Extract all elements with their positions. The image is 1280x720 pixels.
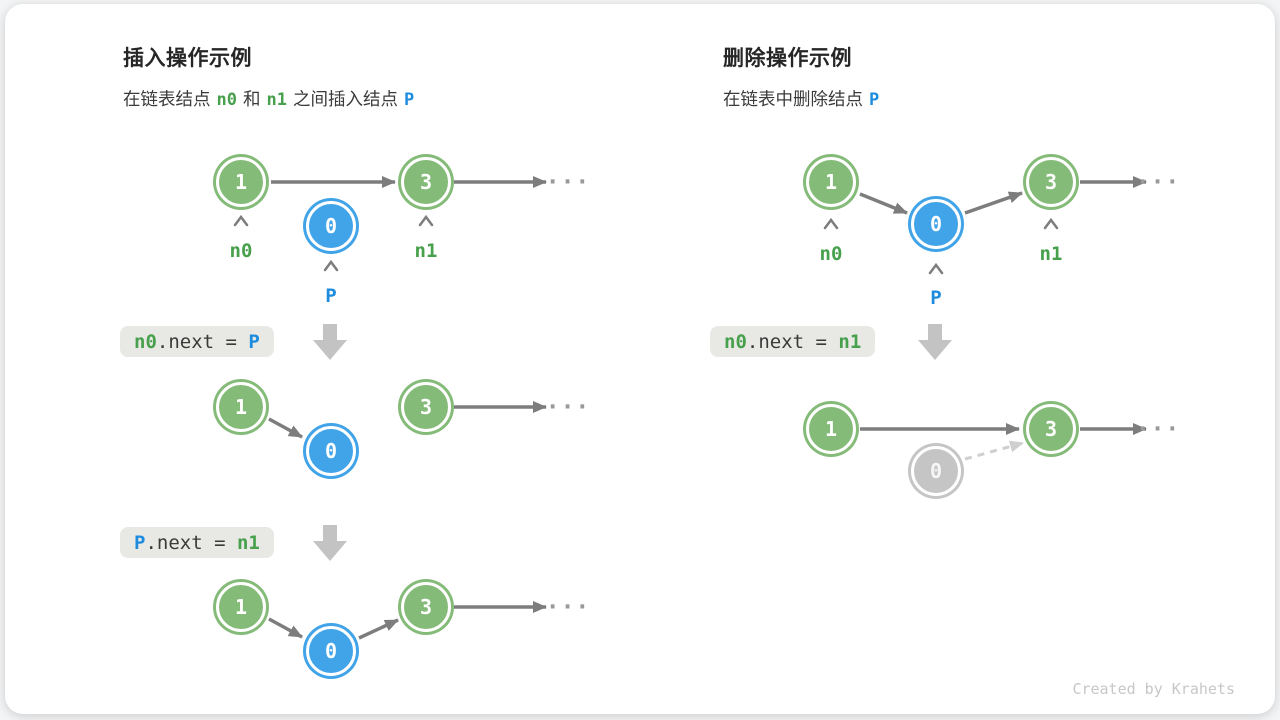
n0-label: n0 xyxy=(229,240,253,262)
list-node-p: 0 xyxy=(306,201,356,251)
ellipsis: ... xyxy=(1135,410,1181,437)
list-node-3: 3 xyxy=(401,157,451,207)
subtitle-text: 之间插入结点 xyxy=(292,89,398,109)
subtitle-text: 和 xyxy=(242,89,261,109)
ellipsis: ... xyxy=(545,588,591,615)
p-label: P xyxy=(325,285,337,307)
list-node-p: 0 xyxy=(306,626,356,676)
list-node-1: 1 xyxy=(806,157,856,207)
arrow-0-to-3 xyxy=(964,191,1023,215)
arrow-1-to-0 xyxy=(268,617,303,639)
ellipsis: ... xyxy=(1135,163,1181,190)
list-node-3: 3 xyxy=(401,382,451,432)
list-node-3: 3 xyxy=(1026,404,1076,454)
caret-up-icon xyxy=(928,262,944,275)
block-down-arrow-icon xyxy=(313,324,347,360)
list-node-p: 0 xyxy=(911,199,961,249)
insert-panel-title: 插入操作示例 xyxy=(123,47,252,70)
ellipsis: ... xyxy=(545,388,591,415)
list-node-p: 0 xyxy=(306,426,356,476)
watermark: Created by Krahets xyxy=(1072,680,1235,698)
n1-label: n1 xyxy=(1039,243,1063,265)
n1-label: n1 xyxy=(414,240,438,262)
code-box-p-next-n1: P.next = n1 xyxy=(120,527,274,558)
code-box-n0-next-n1: n0.next = n1 xyxy=(710,326,876,357)
subtitle-text: 在链表中删除结点 xyxy=(723,89,863,109)
arrow-0-to-3 xyxy=(358,618,399,640)
p-token: P xyxy=(869,90,880,110)
caret-up-icon xyxy=(323,259,339,272)
list-node-p-removed: 0 xyxy=(911,446,961,496)
delete-panel-subtitle: 在链表中删除结点 P xyxy=(723,86,885,111)
n0-label: n0 xyxy=(819,243,843,265)
caret-up-icon xyxy=(1043,217,1059,230)
arrow-layer xyxy=(233,176,1147,640)
block-down-arrow-icon xyxy=(313,525,347,561)
p-label: P xyxy=(930,287,942,309)
delete-state1-arrows xyxy=(859,176,1147,215)
list-node-1: 1 xyxy=(806,404,856,454)
list-node-3: 3 xyxy=(401,582,451,632)
ellipsis: ... xyxy=(545,163,591,190)
list-node-1: 1 xyxy=(216,382,266,432)
arrow-removed-0-to-3-dashed xyxy=(964,440,1024,461)
arrow-1-to-0 xyxy=(859,192,908,215)
block-down-arrow-icon xyxy=(918,324,952,360)
list-node-3: 3 xyxy=(1026,157,1076,207)
caret-up-icon xyxy=(233,214,249,227)
delete-panel-title: 删除操作示例 xyxy=(723,47,852,70)
n0-token: n0 xyxy=(216,90,237,110)
caret-up-icon xyxy=(418,214,434,227)
code-box-n0-next-p: n0.next = P xyxy=(120,326,274,357)
n1-token: n1 xyxy=(266,90,287,110)
arrow-1-to-0 xyxy=(268,417,303,439)
caret-up-icon xyxy=(823,217,839,230)
list-node-1: 1 xyxy=(216,582,266,632)
list-node-1: 1 xyxy=(216,157,266,207)
p-token: P xyxy=(403,90,415,110)
subtitle-text: 在链表结点 xyxy=(123,89,211,109)
